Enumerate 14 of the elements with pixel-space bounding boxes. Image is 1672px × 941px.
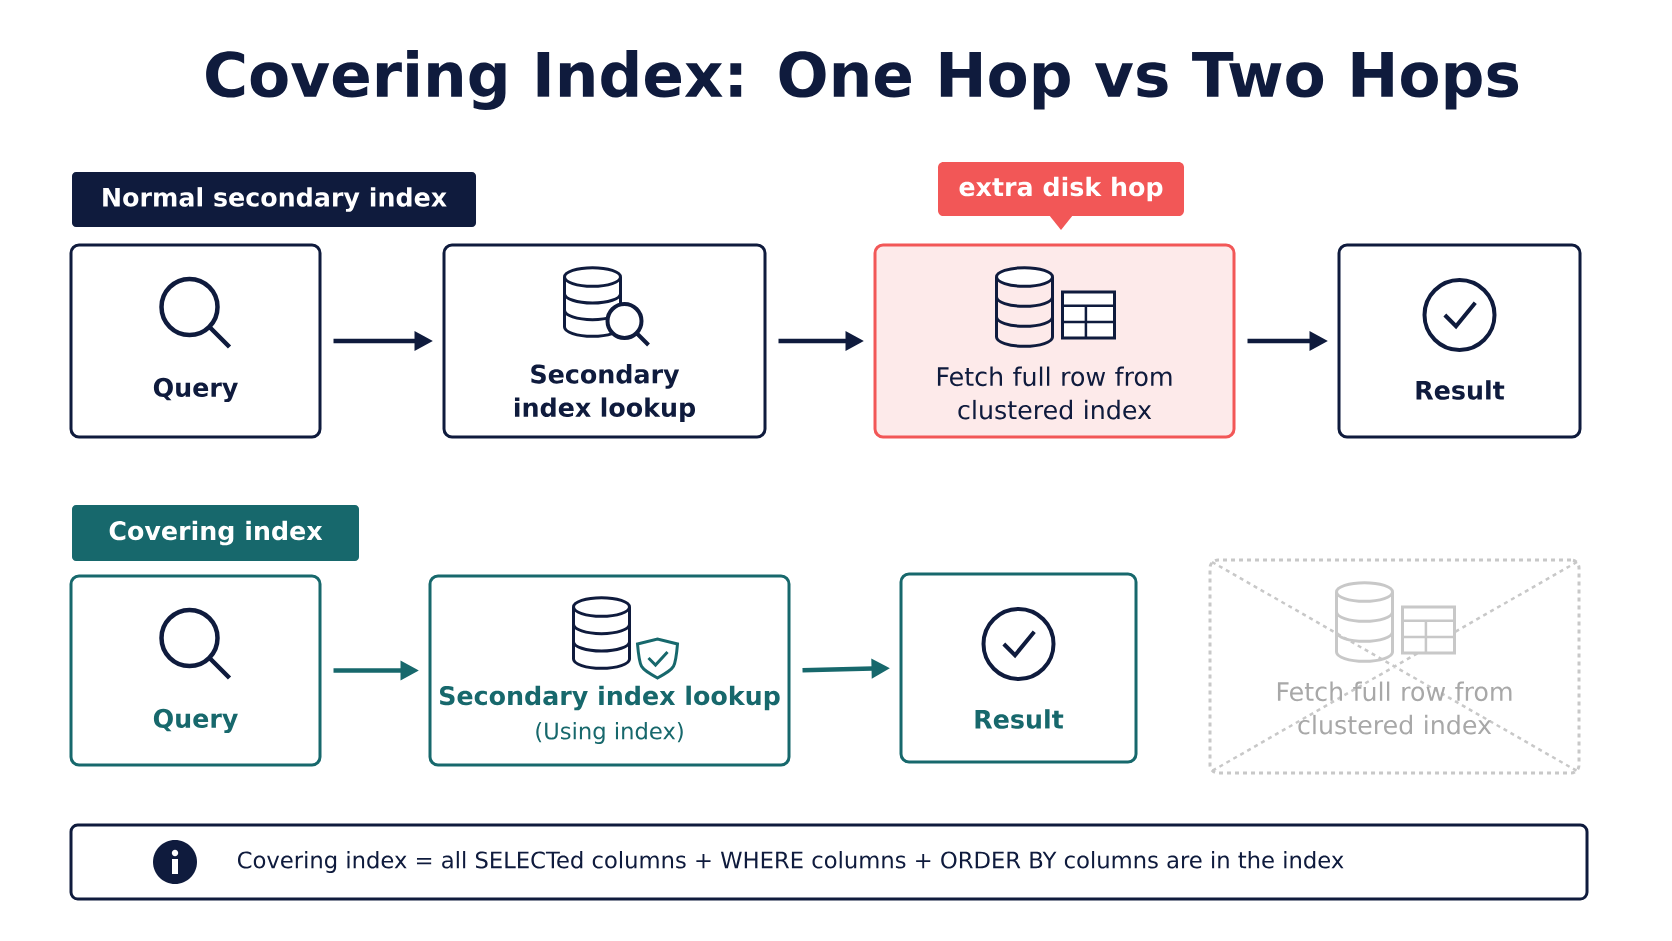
- box-label: Fetch full row from clustered index: [1277, 681, 1512, 735]
- box-note: (Using index): [536, 722, 683, 744]
- box-label: Secondary index lookup: [515, 364, 695, 422]
- section-badge: Normal secondary index: [72, 172, 476, 227]
- box-label: Result: [1416, 380, 1505, 400]
- box-label: Result: [975, 709, 1064, 729]
- note-bar: Covering index = all SELECTed columns + WHERE columns + ORDER BY columns are in the index: [69, 823, 1589, 901]
- box-label: Secondary index lookup: [440, 685, 780, 711]
- box-label: Query: [153, 377, 238, 403]
- section-badge: Covering index: [72, 505, 359, 561]
- box-label: Query: [153, 708, 238, 734]
- box-label: Fetch full row from clustered index: [937, 366, 1172, 420]
- title: Covering Index: One Hop vs Two Hops: [206, 50, 1519, 110]
- callout-badge: extra disk hop: [938, 162, 1184, 230]
